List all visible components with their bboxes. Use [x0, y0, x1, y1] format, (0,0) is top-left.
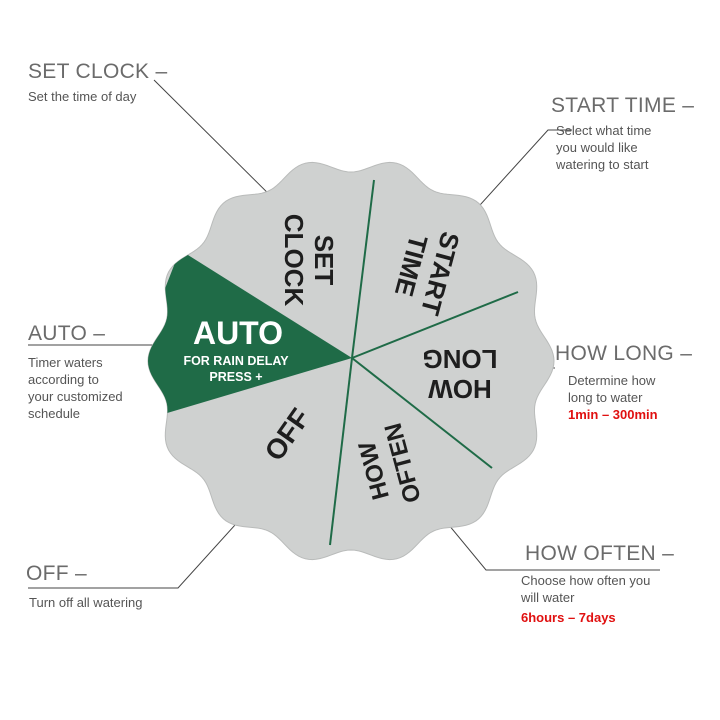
callout-desc-line: schedule — [28, 406, 81, 421]
callout-how-long: HOW LONG – Determine how long to water 1… — [555, 342, 692, 423]
callout-desc-line: your customized — [28, 389, 123, 404]
callout-desc: Choose how often you will water 6hours –… — [521, 572, 674, 626]
dial-label-clock: CLOCK — [279, 214, 309, 307]
callout-title: START TIME – — [551, 94, 695, 117]
callout-title: OFF – — [26, 562, 88, 585]
callout-start-time: START TIME – Select what time you would … — [551, 94, 694, 173]
callout-range: 1min – 300min — [568, 407, 658, 422]
callout-desc-line: watering to start — [556, 157, 649, 172]
callout-desc-line: according to — [28, 372, 99, 387]
callout-desc-line: Timer waters — [28, 355, 103, 370]
callout-desc: Timer waters according to your customize… — [28, 354, 123, 422]
callout-set-clock: SET CLOCK – Set the time of day — [28, 60, 167, 105]
divider-line — [329, 357, 353, 546]
dial-label-how-long-1: HOW — [428, 374, 492, 404]
callout-desc-line: Set the time of day — [28, 89, 137, 104]
callout-title: HOW LONG – — [555, 342, 693, 365]
dial-dividers — [329, 179, 519, 546]
callout-title: AUTO – — [28, 322, 106, 345]
dial-label-auto-press: PRESS + — [209, 370, 262, 384]
dial-label-auto-rain-delay: FOR RAIN DELAY — [183, 354, 289, 368]
divider-line — [351, 357, 493, 469]
dial-label-how-long-2: LONG — [422, 344, 497, 374]
callout-desc: Set the time of day — [28, 88, 167, 105]
divider-line — [351, 291, 519, 359]
callout-desc: Determine how long to water 1min – 300mi… — [568, 372, 692, 423]
callout-desc-line: long to water — [568, 390, 643, 405]
callout-desc-line: Choose how often you — [521, 573, 651, 588]
callout-title: HOW OFTEN – — [525, 542, 675, 565]
divider-line — [351, 179, 375, 359]
callout-auto: AUTO – Timer waters according to your cu… — [28, 322, 123, 422]
callout-desc: Turn off all watering — [29, 594, 142, 611]
dial-label-auto: AUTO — [193, 315, 283, 351]
dial-label-set: SET — [309, 235, 339, 286]
callout-desc: Select what time you would like watering… — [556, 122, 694, 173]
auto-sector — [148, 250, 352, 430]
callout-off: OFF – Turn off all watering — [26, 562, 142, 611]
callout-desc-line: Determine how — [568, 373, 656, 388]
callout-desc-line: Turn off all watering — [29, 595, 143, 610]
callout-title: SET CLOCK – — [28, 60, 168, 83]
callout-desc-line: will water — [521, 590, 575, 605]
callout-range: 6hours – 7days — [521, 610, 616, 625]
callout-how-often: HOW OFTEN – Choose how often you will wa… — [521, 542, 675, 626]
callout-desc-line: you would like — [556, 140, 638, 155]
callout-desc-line: Select what time — [556, 123, 652, 138]
